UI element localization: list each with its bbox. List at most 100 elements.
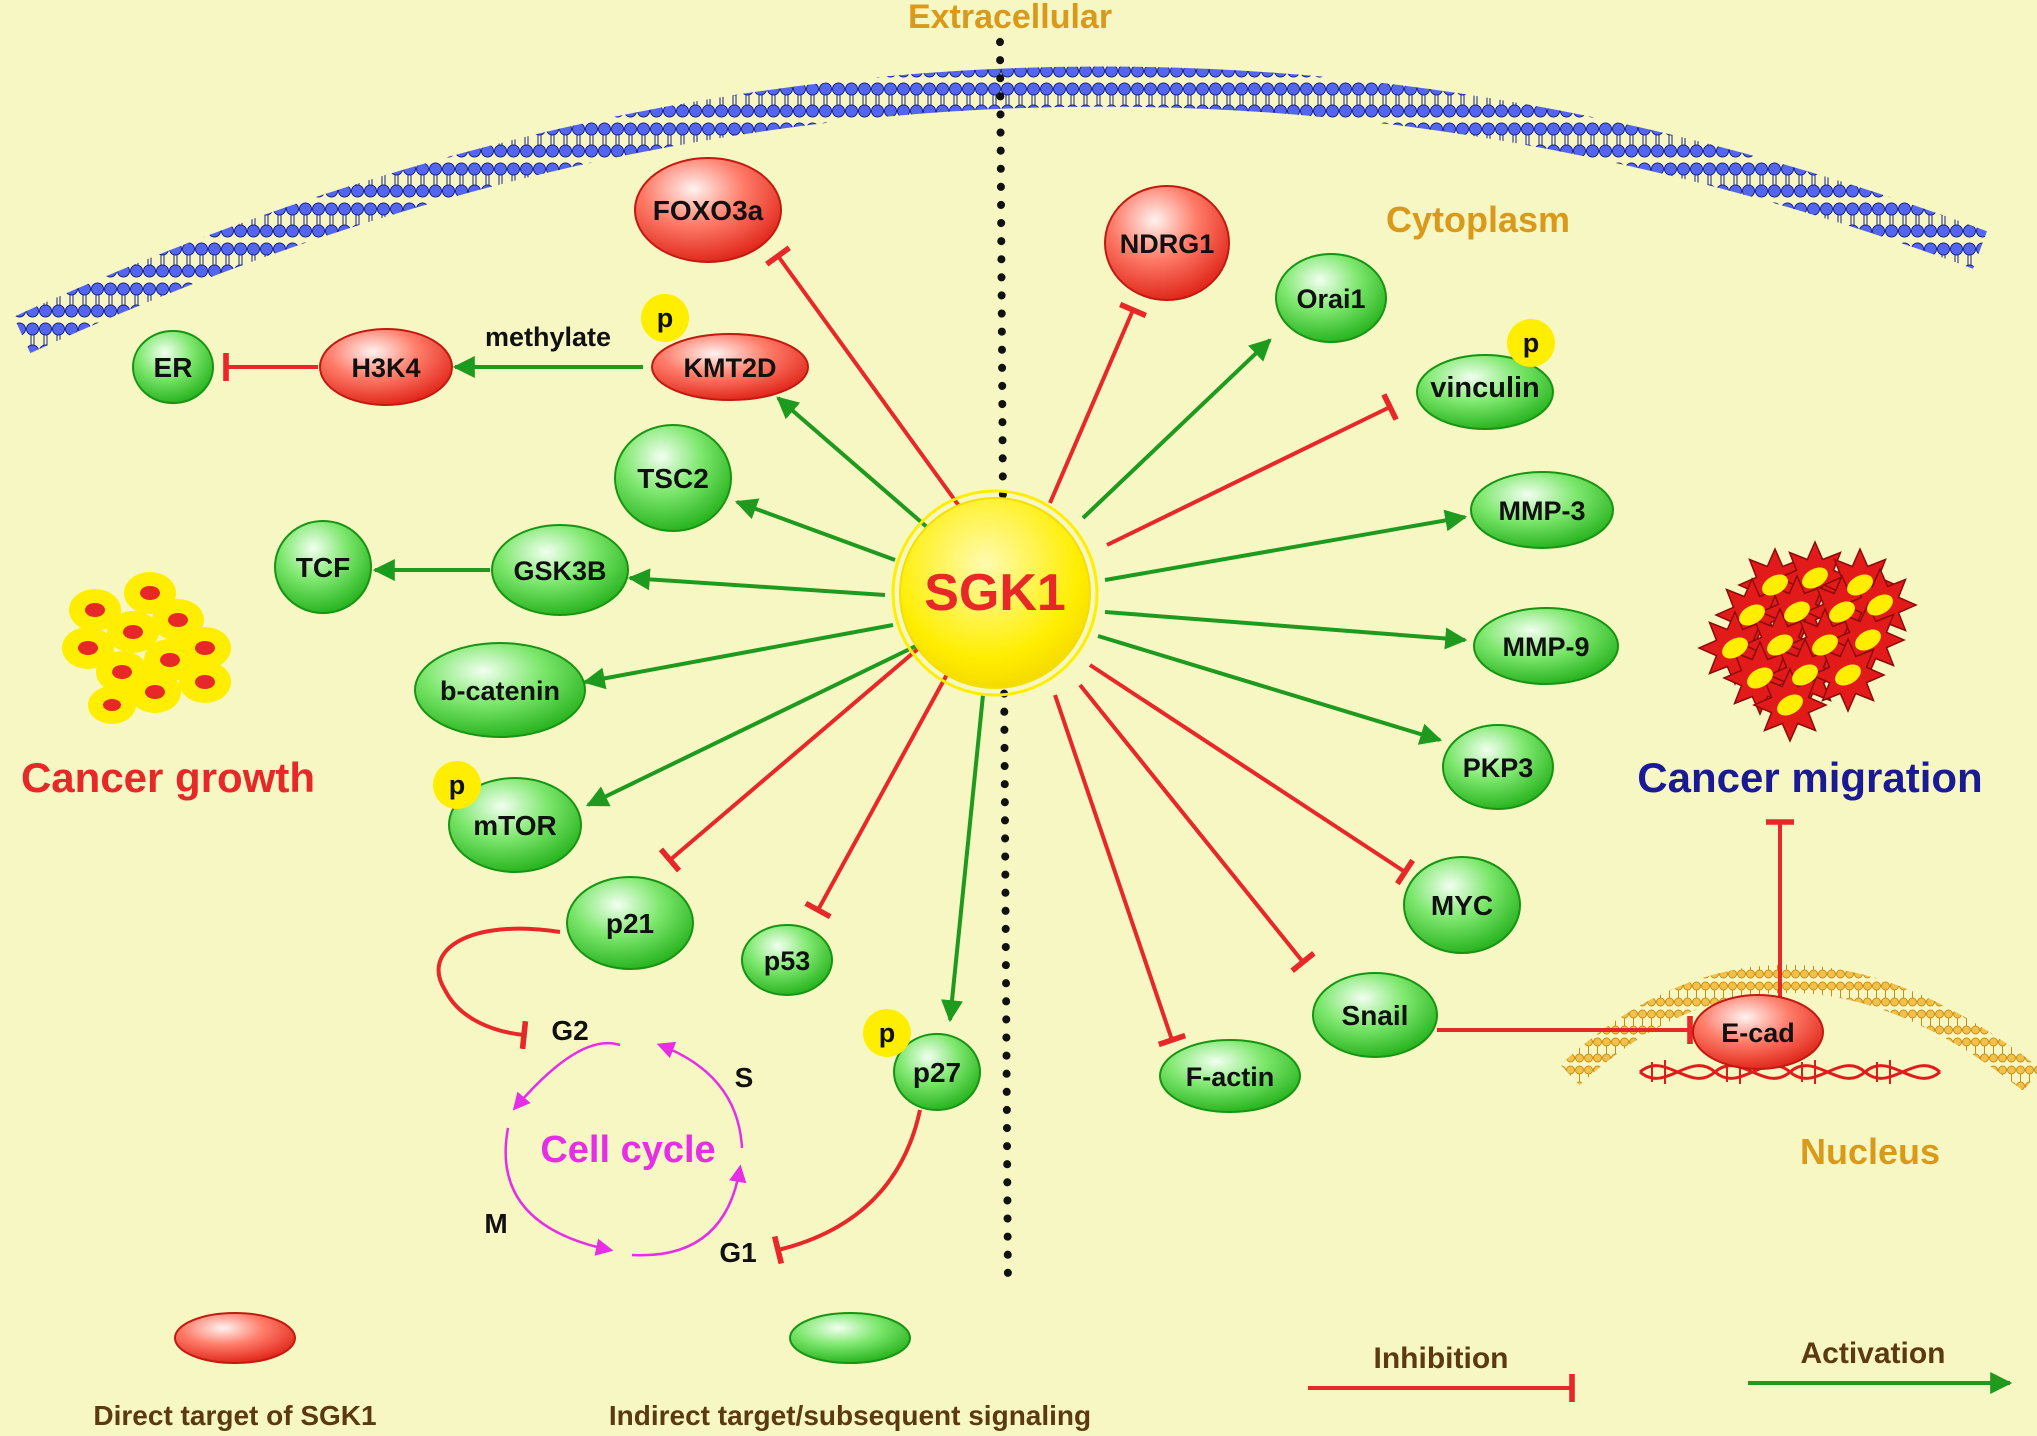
migrating-cell-nucleus (1802, 567, 1828, 589)
cell-membrane (13, 66, 1987, 354)
edge-sgk1-p53 (804, 657, 958, 920)
svg-text:p: p (449, 770, 466, 800)
phospho-badge-mtor: p (433, 761, 481, 809)
sgk1-label: SGK1 (924, 564, 1066, 622)
node-ndrg1[interactable]: NDRG1 (1104, 185, 1230, 301)
node-sgk1[interactable]: SGK1 (891, 489, 1099, 697)
node-pkp3-label: PKP3 (1463, 753, 1534, 783)
node-h3k4-label: H3K4 (351, 353, 420, 383)
cell-cycle (504, 1041, 747, 1257)
edge-sgk1-foxo3a (765, 245, 964, 512)
svg-text:p: p (1523, 328, 1540, 358)
outcome-growth: Cancer growth (21, 754, 315, 801)
cycle-arc-right (656, 1041, 744, 1149)
cell-cycle-g1: G1 (719, 1237, 756, 1268)
migrating-cell-nucleus (1829, 601, 1855, 623)
cell-cycle-m: M (484, 1208, 507, 1239)
edge-sgk1-p27 (941, 694, 985, 1023)
node-ecad[interactable]: E-cad (1692, 994, 1824, 1070)
migrating-cell-nucleus (1812, 634, 1838, 656)
cell-cycle-s: S (735, 1062, 754, 1093)
node-orai1-label: Orai1 (1296, 284, 1365, 314)
cancer-growth-cells-icon (62, 572, 231, 724)
edge-sgk1-kmt2d (776, 396, 930, 530)
outcome-migration: Cancer migration (1637, 754, 1982, 801)
phospho-badge-vinculin: p (1507, 319, 1555, 367)
edge-sgk1-bcatenin (582, 623, 894, 690)
region-extracellular: Extracellular (908, 0, 1112, 36)
edge-sgk1-mmp9 (1104, 610, 1468, 650)
cancer-migration-cells-icon (1697, 540, 1918, 743)
edge-sgk1-mtor (586, 643, 919, 807)
legend-direct-swatch (174, 1312, 296, 1364)
node-foxo3a[interactable]: FOXO3a (634, 157, 782, 263)
edge-p27-g1 (771, 1109, 922, 1265)
node-tsc2[interactable]: TSC2 (614, 424, 732, 532)
migrating-cell-nucleus (1722, 637, 1748, 659)
edge-sgk1-orai1 (1081, 338, 1272, 520)
node-ndrg1-label: NDRG1 (1120, 229, 1215, 259)
legend-indirect-swatch (789, 1312, 911, 1364)
node-tsc2-label: TSC2 (637, 463, 709, 494)
node-myc[interactable]: MYC (1403, 856, 1521, 954)
edge-sgk1-gsk3b (627, 568, 886, 597)
node-mmp9[interactable]: MMP-9 (1473, 607, 1619, 685)
node-vinculin-label: vinculin (1430, 372, 1540, 404)
node-mtor-label: mTOR (473, 810, 557, 841)
edge-sgk1-mmp3 (1104, 509, 1468, 582)
cycle-arc-left (504, 1127, 614, 1256)
node-snail-label: Snail (1342, 1000, 1409, 1031)
node-snail[interactable]: Snail (1312, 972, 1438, 1058)
svg-text:p: p (657, 303, 674, 333)
legend-activation-label: Activation (1800, 1337, 1945, 1370)
phospho-badge-p27: p (863, 1009, 911, 1057)
svg-text:p: p (879, 1018, 896, 1048)
migrating-cell-nucleus (1739, 604, 1765, 626)
node-factin[interactable]: F-actin (1159, 1039, 1301, 1113)
edge-sgk1-factin (1053, 694, 1187, 1048)
node-p21[interactable]: p21 (566, 876, 694, 970)
migrating-cell-nucleus (1747, 667, 1773, 689)
node-mmp3[interactable]: MMP-3 (1470, 471, 1614, 549)
node-myc-label: MYC (1431, 890, 1493, 921)
cycle-arc-top (512, 1041, 621, 1111)
node-foxo3a-label: FOXO3a (653, 195, 764, 226)
node-pkp3[interactable]: PKP3 (1442, 724, 1554, 810)
migrating-cell-nucleus (1847, 574, 1873, 596)
node-ecad-label: E-cad (1721, 1018, 1795, 1048)
edge-sgk1-tsc2 (734, 498, 896, 562)
migrating-cell-nucleus (1855, 629, 1881, 651)
node-p21-label: p21 (606, 908, 654, 939)
edge-sgk1-snail (1078, 683, 1316, 973)
legend-direct-label: Direct target of SGK1 (93, 1400, 376, 1431)
phospho-badge-kmt2d: p (641, 294, 689, 342)
dna-helix (1639, 1060, 1941, 1084)
node-p53[interactable]: p53 (741, 924, 833, 996)
edge-sgk1-pkp3 (1097, 634, 1443, 745)
region-nucleus: Nucleus (1800, 1131, 1940, 1172)
node-tcf-label: TCF (296, 552, 350, 583)
node-h3k4[interactable]: H3K4 (319, 328, 453, 406)
node-tcf[interactable]: TCF (274, 520, 372, 614)
migrating-cell-nucleus (1867, 594, 1893, 616)
node-vinculin[interactable]: vinculin (1416, 354, 1554, 430)
migrating-cell-nucleus (1784, 601, 1810, 623)
node-orai1[interactable]: Orai1 (1275, 253, 1387, 343)
node-bcatenin-label: b-catenin (440, 676, 560, 706)
node-bcatenin[interactable]: b-catenin (414, 642, 586, 738)
node-gsk3b[interactable]: GSK3B (491, 524, 629, 616)
node-kmt2d[interactable]: KMT2D (651, 333, 809, 401)
node-p27[interactable]: p27 (893, 1033, 981, 1111)
migrating-cell-nucleus (1767, 634, 1793, 656)
edge-label-methylate: methylate (485, 322, 611, 352)
migrating-cell-nucleus (1777, 694, 1803, 716)
cell-cycle-g2: G2 (551, 1015, 588, 1046)
node-kmt2d-label: KMT2D (684, 353, 777, 383)
migrating-cell-nucleus (1762, 574, 1788, 596)
node-p53-label: p53 (764, 946, 811, 976)
node-er[interactable]: ER (132, 330, 214, 404)
edge-sgk1-p21 (658, 628, 942, 873)
node-gsk3b-label: GSK3B (513, 556, 606, 586)
node-er-label: ER (154, 352, 193, 383)
node-mtor[interactable]: mTOR (448, 777, 582, 873)
